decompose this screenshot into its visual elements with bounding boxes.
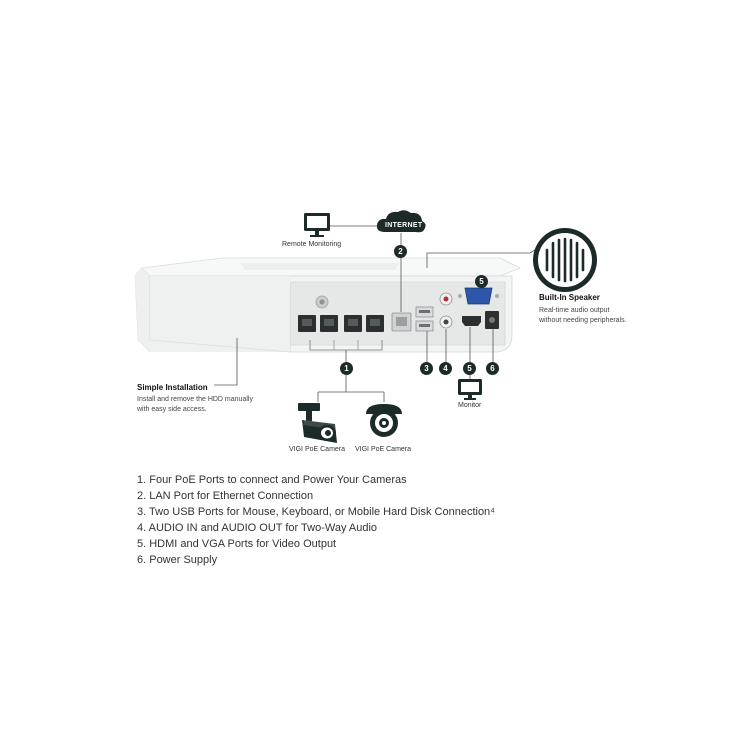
usb-ports[interactable] (415, 306, 434, 332)
audio-ports[interactable] (439, 292, 453, 329)
cloud-icon (376, 210, 426, 233)
built-in-speaker-desc: Real-time audio output without needing p… (539, 307, 627, 324)
callout-badge: 1 (340, 362, 353, 375)
bullet-camera-label: VIGI PoE Camera (289, 446, 346, 453)
tv-monitor-icon (458, 379, 482, 400)
poe-ports[interactable] (298, 315, 384, 332)
turret-camera-label: VIGI PoE Camera (355, 446, 412, 453)
feature-item: 3. Two USB Ports for Mouse, Keyboard, or… (137, 506, 495, 518)
vga-port[interactable] (458, 287, 499, 305)
callout-badge: 5 (463, 362, 476, 375)
feature-item: 5. HDMI and VGA Ports for Video Output (137, 538, 337, 550)
callout-badge: 2 (394, 245, 407, 258)
callout-badge: 4 (439, 362, 452, 375)
callout-badge: 6 (486, 362, 499, 375)
built-in-speaker-title: Built-In Speaker (539, 293, 600, 302)
hdmi-port[interactable] (462, 316, 481, 326)
nvr-device (134, 257, 521, 353)
callout-badge: 3 (420, 362, 433, 375)
feature-item: 6. Power Supply (137, 554, 218, 566)
bullet-camera-icon (298, 403, 338, 443)
feature-list: 1. Four PoE Ports to connect and Power Y… (137, 472, 637, 568)
monitor-label: Monitor (458, 402, 482, 409)
feature-item: 4. AUDIO IN and AUDIO OUT for Two-Way Au… (137, 522, 378, 534)
speaker-grille-icon (533, 228, 597, 292)
internet-label: INTERNET (385, 222, 423, 229)
power-port[interactable] (485, 311, 499, 329)
lan-port[interactable] (391, 312, 412, 332)
simple-installation-title: Simple Installation (137, 383, 208, 392)
feature-item: 1. Four PoE Ports to connect and Power Y… (137, 474, 407, 486)
simple-installation-desc: Install and remove the HDD manually with… (137, 396, 253, 413)
desktop-monitor-icon (304, 213, 330, 237)
feature-item: 2. LAN Port for Ethernet Connection (137, 490, 314, 502)
callout-badge: 5 (475, 275, 488, 288)
turret-camera-icon (366, 404, 402, 437)
remote-monitoring-label: Remote Monitoring (282, 241, 342, 248)
